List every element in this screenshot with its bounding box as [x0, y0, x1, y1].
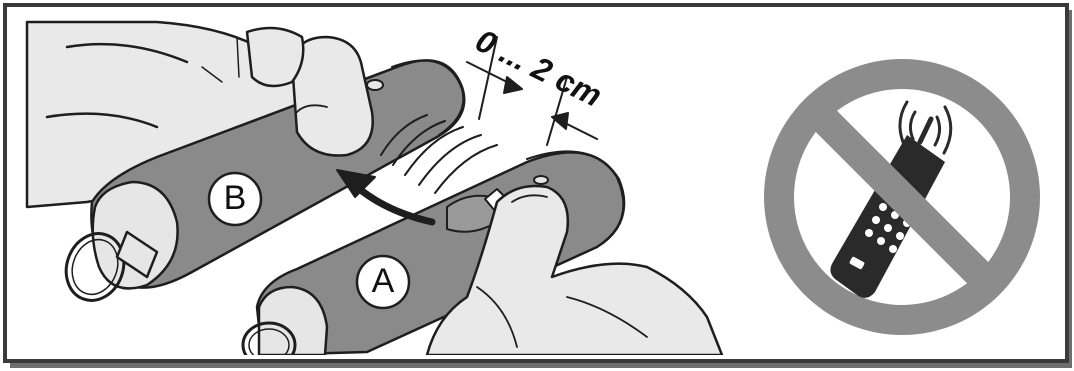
no-mobile-phone-icon	[764, 59, 1040, 335]
remote-b-badge	[209, 173, 261, 225]
finger-b-icon	[247, 28, 303, 86]
remote-pairing-illustration	[7, 7, 1061, 355]
remote-a-badge	[357, 256, 409, 308]
distance-dimension-icon	[467, 37, 597, 145]
